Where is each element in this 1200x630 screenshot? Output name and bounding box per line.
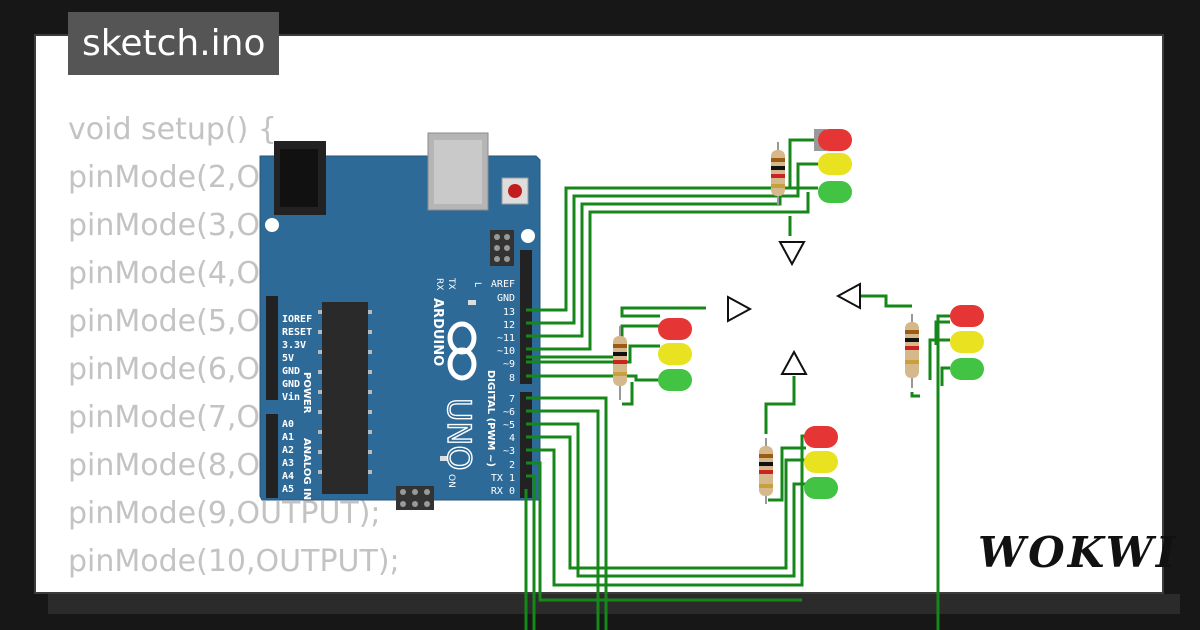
pin-label: IOREF <box>282 314 312 325</box>
analog-header <box>266 414 278 498</box>
brand-label: ARDUINO <box>430 298 445 366</box>
pin-label: GND <box>497 293 515 304</box>
pin-label: ~11 <box>497 333 515 344</box>
traffic-light-right <box>950 305 984 380</box>
led-red[interactable] <box>658 318 692 340</box>
arrow-up-icon <box>780 349 808 375</box>
wires <box>524 138 950 630</box>
arrow-down-icon <box>778 241 806 267</box>
analog-label: ANALOG IN <box>301 438 312 500</box>
power-label: POWER <box>301 372 312 414</box>
pin-label: GND <box>282 379 300 390</box>
led-green[interactable] <box>818 181 852 203</box>
pin-label: RX 0 <box>491 486 515 497</box>
pin-label: A2 <box>282 445 294 456</box>
traffic-light-left <box>658 318 692 391</box>
digital-label: DIGITAL (PWM ~) <box>485 370 496 467</box>
traffic-light-bottom <box>804 426 838 499</box>
code-line: pinMode(10,OUTPUT); <box>68 544 400 579</box>
led-green[interactable] <box>658 369 692 391</box>
led-yellow[interactable] <box>804 451 838 473</box>
pin-label: ~5 <box>503 420 515 431</box>
pin-label: TX 1 <box>491 473 515 484</box>
resistor-left <box>613 326 627 400</box>
digital-header-top <box>520 250 532 384</box>
atmega-chip <box>322 302 368 494</box>
resistor-top <box>771 142 785 206</box>
pin-label: 5V <box>282 353 294 364</box>
pin-label: ~3 <box>503 446 515 457</box>
icsp-header-bottom <box>396 486 434 510</box>
led-yellow[interactable] <box>950 331 984 353</box>
pin-label: A4 <box>282 471 294 482</box>
wokwi-logo: WOKWI <box>978 528 1179 577</box>
led-yellow[interactable] <box>818 153 852 175</box>
pin-label: A3 <box>282 458 294 469</box>
l-label: L <box>472 282 482 287</box>
on-label: ON <box>446 474 456 488</box>
code-listing: void setup() {pinMode(2,OUTPUT);pinMode(… <box>68 106 400 592</box>
pin-label: A0 <box>282 419 294 430</box>
pin-label: 7 <box>509 394 515 405</box>
pin-label: 8 <box>509 373 515 384</box>
arrow-right-icon <box>727 295 753 323</box>
arrow-left-icon <box>835 282 861 310</box>
pin-label: 4 <box>509 433 515 444</box>
led-red[interactable] <box>950 305 984 327</box>
pin-label: GND <box>282 366 300 377</box>
led-green[interactable] <box>950 358 984 380</box>
pin-label: 2 <box>509 460 515 471</box>
pin-label: 12 <box>503 320 515 331</box>
icsp-header <box>490 230 514 266</box>
digital-header-bottom <box>520 392 532 498</box>
code-line: pinMode(9,OUTPUT); <box>68 496 381 531</box>
led-green[interactable] <box>804 477 838 499</box>
pin-label: A5 <box>282 484 294 495</box>
resistor-bottom <box>759 438 773 504</box>
arduino-logo: ARDUINO <box>430 298 477 381</box>
led-yellow[interactable] <box>658 343 692 365</box>
resistor-right <box>905 314 919 388</box>
direction-arrows <box>727 241 861 375</box>
pin-label: Vin <box>282 391 300 403</box>
rx-label: RX <box>434 278 444 290</box>
code-line: void setup() { <box>68 112 277 147</box>
pin-label: 3.3V <box>282 340 306 351</box>
tx-label: TX <box>446 277 456 290</box>
pin-label: ~9 <box>503 359 515 370</box>
led-red[interactable] <box>804 426 838 448</box>
pin-label: ~10 <box>497 346 515 357</box>
pin-label: 13 <box>503 307 515 318</box>
traffic-light-top <box>814 129 852 203</box>
pin-label: ~6 <box>503 407 515 418</box>
model-label: UNO <box>440 398 478 471</box>
pin-label: A1 <box>282 432 294 443</box>
led-red[interactable] <box>818 129 852 151</box>
file-tab[interactable]: sketch.ino <box>68 12 280 75</box>
frame-shadow <box>48 594 1180 614</box>
pin-label: AREF <box>491 279 515 290</box>
arduino-uno-board[interactable]: IOREF RESET 3.3V 5V GND GND Vin A0 A1 A2… <box>259 132 541 510</box>
power-header <box>266 296 278 400</box>
pin-label: RESET <box>282 327 312 338</box>
